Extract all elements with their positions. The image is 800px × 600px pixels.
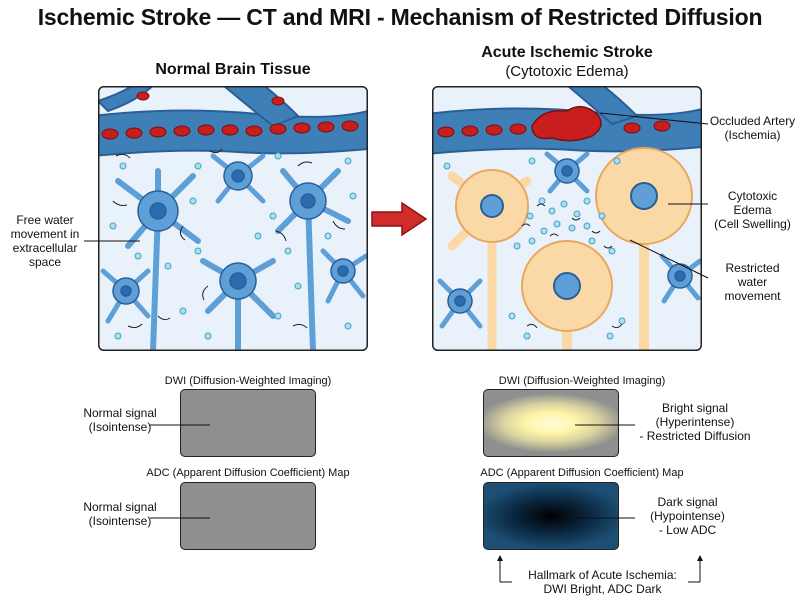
stroke-tissue-illustration — [432, 86, 702, 351]
stroke-panel-title: Acute Ischemic Stroke — [481, 44, 653, 61]
swollen-cell — [595, 147, 693, 351]
hallmark-label: Hallmark of Acute Ischemia: DWI Bright, … — [528, 568, 677, 596]
neuron — [659, 253, 702, 304]
water-movement-arrows — [112, 148, 346, 329]
water-movement-arrows — [521, 203, 623, 329]
normal-adc-title: ADC (Apparent Diffusion Coefficient) Map — [146, 467, 350, 479]
neuron — [437, 278, 483, 329]
normal-panel-title: Normal Brain Tissue — [155, 61, 311, 78]
water-molecules — [109, 152, 357, 340]
occluded-artery-leader — [599, 112, 709, 125]
stroke-adc-title: ADC (Apparent Diffusion Coefficient) Map — [480, 467, 684, 479]
normal-dwi-title: DWI (Diffusion-Weighted Imaging) — [164, 375, 332, 387]
neuron — [210, 153, 266, 204]
occluded-artery-callout: Occluded Artery (Ischemia) — [709, 114, 796, 142]
swollen-cell — [521, 240, 613, 351]
red-blood-cells — [101, 91, 359, 140]
stroke-dwi-image — [483, 389, 619, 457]
normal-adc-label: Normal signal (Isointense) — [83, 500, 157, 528]
stroke-panel-subtitle: (Cytotoxic Edema) — [505, 63, 629, 80]
water-molecules — [443, 157, 626, 340]
neuron — [544, 151, 590, 194]
normal-dwi-label: Normal signal (Isointense) — [83, 406, 157, 434]
neuron — [200, 258, 276, 351]
neuron — [100, 268, 151, 324]
clot — [531, 105, 602, 142]
normal-dwi-image — [180, 389, 316, 457]
red-blood-cells — [437, 120, 671, 138]
normal-tissue-illustration — [98, 86, 368, 351]
restricted-water-callout: Restricted water movement — [724, 261, 781, 303]
page-title: Ischemic Stroke — CT and MRI - Mechanism… — [37, 4, 763, 30]
neuron — [320, 248, 368, 304]
normal-adc-image — [180, 482, 316, 550]
transition-arrow-icon — [371, 201, 428, 237]
free-water-callout: Free water movement in extracellular spa… — [10, 213, 80, 269]
neuron — [115, 168, 201, 351]
stroke-dwi-title: DWI (Diffusion-Weighted Imaging) — [498, 375, 666, 387]
restricted-water-leader — [629, 239, 709, 279]
blood-vessel-branch — [215, 86, 300, 128]
stroke-adc-image — [483, 482, 619, 550]
stroke-dwi-label: Bright signal (Hyperintense) - Restricte… — [639, 401, 751, 443]
stroke-adc-label: Dark signal (Hypointense) - Low ADC — [650, 495, 725, 537]
cytotoxic-edema-callout: Cytotoxic Edema (Cell Swelling) — [714, 189, 791, 231]
blood-vessel-branch — [559, 86, 639, 126]
neuron — [275, 168, 351, 351]
swollen-cell — [447, 169, 532, 351]
